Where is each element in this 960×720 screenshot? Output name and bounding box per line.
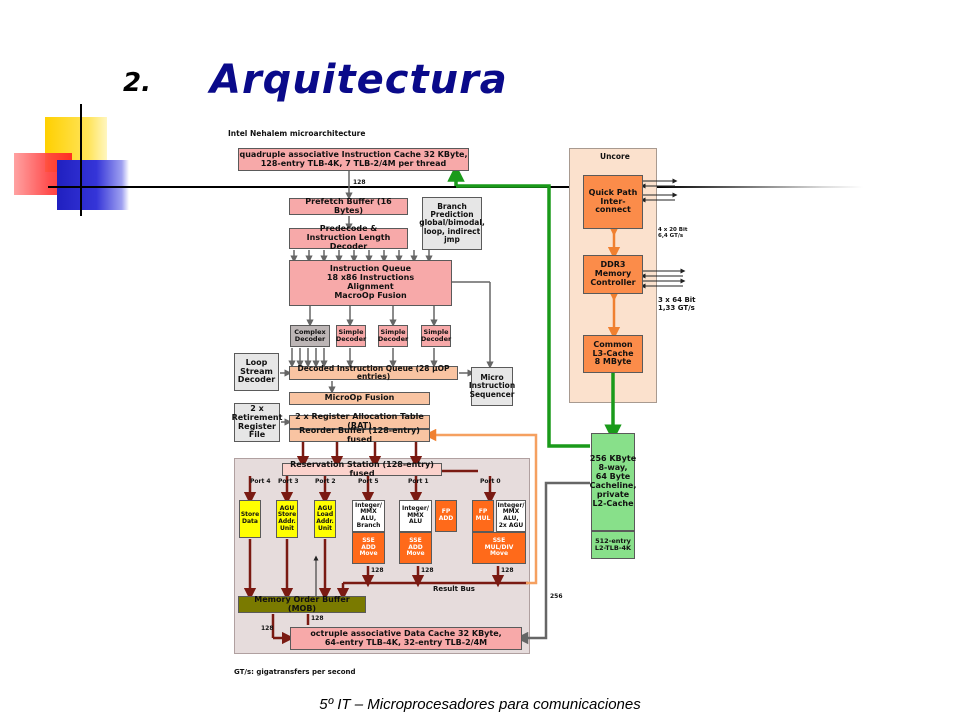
decoration-vertical-line bbox=[80, 104, 82, 216]
data-cache: octruple associative Data Cache 32 KByte… bbox=[290, 627, 522, 650]
l2-cache: 256 KByte 8-way, 64 Byte Cacheline, priv… bbox=[590, 433, 636, 531]
instruction-queue: Instruction Queue 18 x86 Instructions Al… bbox=[289, 260, 452, 306]
connection-lines bbox=[243, 164, 686, 645]
predecode-length-decoder: Predecode & Instruction Length Decoder bbox=[289, 224, 408, 251]
port-3-label: Port 3 bbox=[278, 478, 299, 485]
micro-instruction-sequencer: Micro Instruction Sequencer bbox=[469, 367, 515, 406]
reorder-buffer: Reorder Buffer (128-entry) fused bbox=[289, 426, 430, 443]
store-data-unit: Store Data bbox=[239, 500, 261, 538]
simple-decoder-1: Simple Decoder bbox=[336, 325, 366, 347]
loop-stream-decoder: Loop Stream Decoder bbox=[234, 353, 279, 391]
sse-add-port1: SSE ADD Move bbox=[399, 532, 432, 564]
bus-width-256-label: 256 bbox=[550, 593, 563, 600]
result-bus-label: Result Bus bbox=[433, 585, 475, 593]
l3-cache: Common L3-Cache 8 MByte bbox=[583, 335, 643, 373]
register-allocation-table: 2 x Register Allocation Table (RAT) bbox=[289, 412, 430, 430]
ddr3-memory-controller: DDR3 Memory Controller bbox=[583, 255, 643, 294]
qpi-rate-label: 4 x 20 Bit 6,4 GT/s bbox=[658, 227, 688, 240]
decoded-instruction-queue: Decoded Instruction Queue (28 µOP entrie… bbox=[289, 364, 458, 381]
port-2-label: Port 2 bbox=[315, 478, 336, 485]
decoration-blue-square bbox=[57, 160, 129, 210]
fp-add-port1: FP ADD bbox=[435, 500, 457, 532]
simple-decoder-2: Simple Decoder bbox=[378, 325, 408, 347]
sse-add-port5: SSE ADD Move bbox=[352, 532, 385, 564]
gigatransfers-note: GT/s: gigatransfers per second bbox=[234, 668, 356, 676]
prefetch-buffer: Prefetch Buffer (16 Bytes) bbox=[289, 197, 408, 215]
fp-mul-port0: FP MUL bbox=[472, 500, 494, 532]
slide-number: 2. bbox=[123, 68, 151, 98]
bus-width-label: 128 bbox=[421, 567, 434, 574]
decoration-horizontal-line bbox=[48, 186, 863, 188]
quick-path-interconnect: Quick Path Inter- connect bbox=[583, 175, 643, 229]
l2-tlb: 512-entry L2-TLB-4K bbox=[591, 531, 635, 559]
ddr3-rate-label: 3 x 64 Bit 1,33 GT/s bbox=[658, 296, 696, 313]
complex-decoder: Complex Decoder bbox=[290, 325, 330, 347]
microop-fusion: MicroOp Fusion bbox=[289, 392, 430, 405]
bus-width-label: 128 bbox=[353, 179, 366, 186]
agu-store-address-unit: AGU Store Addr. Unit bbox=[276, 500, 298, 538]
simple-decoder-3: Simple Decoder bbox=[421, 325, 451, 347]
slide-title: Arquitectura bbox=[210, 57, 508, 103]
bus-width-label: 128 bbox=[371, 567, 384, 574]
nehalem-diagram: Intel Nehalem microarchitecture 128 quad… bbox=[228, 128, 708, 683]
slide-footer: 5º IT – Microprocesadores para comunicac… bbox=[319, 696, 641, 713]
bus-width-label: 128 bbox=[501, 567, 514, 574]
integer-alu-port5: Integer/ MMX ALU, Branch bbox=[352, 500, 385, 532]
bus-width-label: 128 bbox=[311, 615, 324, 622]
bus-width-label: 128 bbox=[261, 625, 274, 632]
uncore-label: Uncore bbox=[600, 152, 630, 161]
branch-prediction: Branch Prediction global/bimodal, loop, … bbox=[419, 197, 485, 250]
memory-order-buffer: Memory Order Buffer (MOB) bbox=[238, 595, 366, 613]
reservation-station: Reservation Station (128-entry) fused bbox=[282, 460, 442, 477]
instruction-cache: quadruple associative Instruction Cache … bbox=[238, 148, 469, 171]
diagram-title: Intel Nehalem microarchitecture bbox=[228, 129, 366, 138]
retirement-register-file: 2 x Retirement Register File bbox=[232, 403, 282, 442]
port-4-label: Port 4 bbox=[250, 478, 271, 485]
port-5-label: Port 5 bbox=[358, 478, 379, 485]
agu-load-address-unit: AGU Load Addr. Unit bbox=[314, 500, 336, 538]
integer-alu-port1: Integer/ MMX ALU bbox=[399, 500, 432, 532]
port-1-label: Port 1 bbox=[408, 478, 429, 485]
port-0-label: Port 0 bbox=[480, 478, 501, 485]
sse-mul-div-port0: SSE MUL/DIV Move bbox=[472, 532, 526, 564]
integer-alu-port0: Integer/ MMX ALU, 2x AGU bbox=[496, 500, 526, 532]
